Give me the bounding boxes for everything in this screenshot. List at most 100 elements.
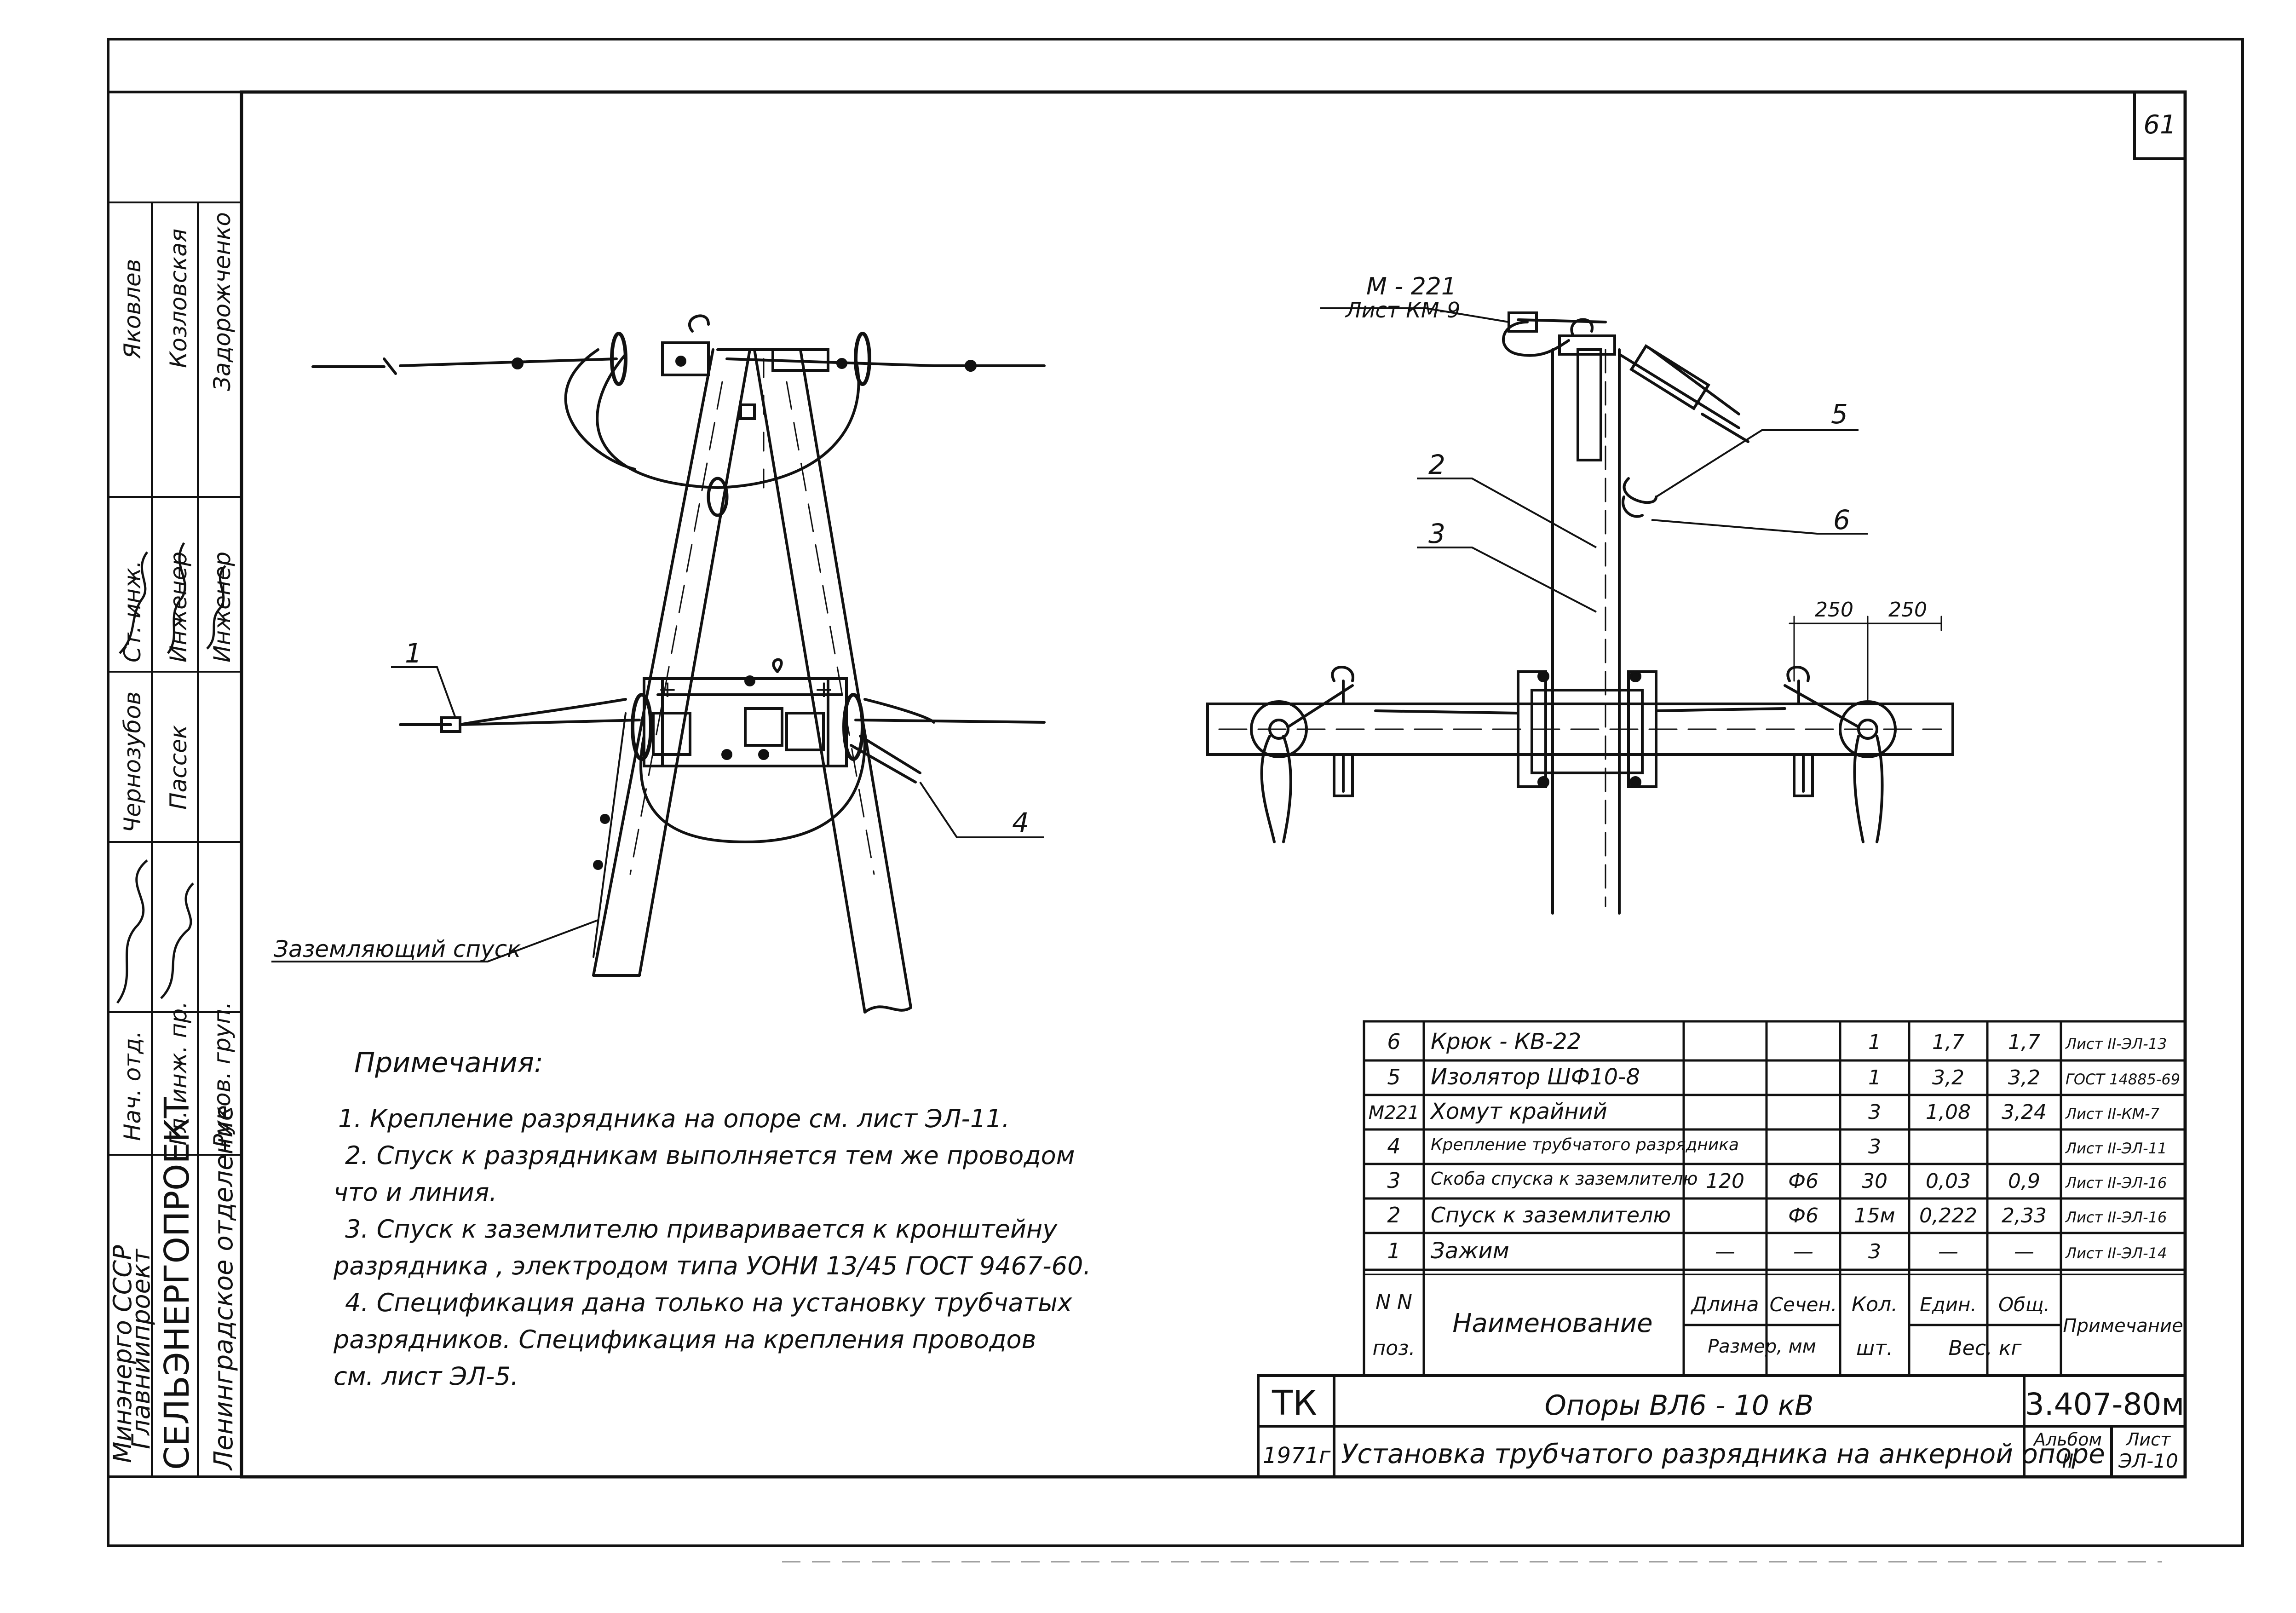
title-sheet-label: Лист — [2125, 1429, 2171, 1450]
spec-row-6-note: Лист II-ЭЛ-16 — [2065, 1209, 2167, 1226]
right-view-leaders — [1320, 307, 1868, 613]
spec-header-sec: Сечен. — [1770, 1293, 1837, 1316]
spec-header-pos-top: N N — [1375, 1290, 1412, 1314]
spec-row-1-total: 1,7 — [2008, 1031, 2040, 1054]
spec-row-2-unit: 3,2 — [1932, 1066, 1964, 1089]
spec-row-6-qty: 15м — [1854, 1204, 1895, 1227]
stamp-role-5: Инженер — [165, 552, 192, 662]
spec-row-1-unit: 1,7 — [1932, 1031, 1964, 1054]
spec-row-2-qty: 1 — [1868, 1066, 1881, 1089]
spec-row-6-pos: 2 — [1387, 1203, 1400, 1227]
page-number: 61 — [2143, 110, 2176, 140]
svg-text:+: + — [658, 676, 677, 703]
callout-2: 2 — [1428, 449, 1445, 480]
spec-row-7-qty: 3 — [1868, 1240, 1881, 1263]
left-view-drawing: + + — [311, 314, 1046, 1014]
note-line-4: 3. Спуск к заземлителю приваривается к к… — [345, 1215, 1058, 1244]
spec-row-5-qty: 30 — [1862, 1169, 1887, 1193]
notes-block: Примечания: 1. Крепление разрядника на о… — [333, 1047, 1091, 1391]
spec-header-qty-bottom: шт. — [1856, 1336, 1893, 1360]
title-album-label: Альбом — [2032, 1429, 2102, 1450]
m221-sheet: Лист КМ-9 — [1345, 298, 1460, 323]
spec-row-1-note: Лист II-ЭЛ-13 — [2065, 1035, 2167, 1053]
spec-row-7-sec: — — [1793, 1240, 1813, 1263]
spec-row-4-pos: 4 — [1387, 1134, 1400, 1158]
spec-header-size: Размер, мм — [1708, 1336, 1816, 1357]
stamp-name-4: Козловская — [165, 229, 192, 368]
spec-header-len: Длина — [1691, 1293, 1759, 1316]
spec-header-unit: Един. — [1920, 1293, 1977, 1316]
note-line-5: разрядника , электродом типа УОНИ 13/45 … — [333, 1251, 1091, 1280]
spec-table: 6 Крюк - КВ-22 1 1,7 1,7 Лист II-ЭЛ-13 5… — [1363, 1020, 2187, 1377]
spec-header-name: Наименование — [1452, 1308, 1652, 1338]
notes-heading: Примечания: — [354, 1047, 543, 1079]
svg-text:+: + — [814, 676, 834, 703]
callout-6: 6 — [1833, 504, 1850, 536]
spec-header-note: Примечание — [2063, 1315, 2183, 1336]
ground-lead-label: Заземляющий спуск — [274, 936, 521, 962]
title-year: 1971г — [1263, 1443, 1331, 1469]
callout-1: 1 — [405, 638, 422, 669]
spec-row-2-name: Изолятор ШФ10-8 — [1431, 1064, 1640, 1090]
spec-header-weight: Вес, кг — [1948, 1336, 2022, 1360]
spec-row-6-unit: 0,222 — [1919, 1204, 1977, 1227]
note-line-8: см. лист ЭЛ-5. — [334, 1362, 518, 1391]
spec-row-3-unit: 1,08 — [1926, 1100, 1971, 1124]
right-view-drawing — [1206, 311, 1954, 915]
spec-row-5-sec: Ф6 — [1788, 1169, 1818, 1193]
spec-row-7-total: — — [2014, 1240, 2034, 1263]
note-line-1: 1. Крепление разрядника на опоре см. лис… — [338, 1104, 1010, 1133]
stamp-glavk: Главниипроект — [127, 1249, 155, 1449]
note-line-6: 4. Спецификация дана только на установку… — [345, 1288, 1073, 1317]
spec-row-5-note: Лист II-ЭЛ-16 — [2065, 1174, 2167, 1192]
spec-row-4-qty: 3 — [1868, 1135, 1881, 1158]
spec-row-3-note: Лист II-КМ-7 — [2065, 1105, 2160, 1123]
spec-row-6-sec: Ф6 — [1788, 1204, 1818, 1227]
stamp-branch: Ленинградское отделение — [209, 1105, 239, 1471]
spec-row-2-pos: 5 — [1387, 1065, 1400, 1089]
page-number-box: 61 — [2133, 91, 2187, 160]
spec-row-5-total: 0,9 — [2008, 1169, 2040, 1193]
note-line-3: что и линия. — [334, 1178, 497, 1207]
spec-row-7-note: Лист II-ЭЛ-14 — [2065, 1244, 2167, 1262]
spec-header-qty-top: Кол. — [1852, 1293, 1898, 1316]
stamp-ministry: Минэнерго СССР — [108, 1245, 137, 1463]
stamp-role-1: Нач. отд. — [119, 1031, 146, 1141]
title-album-value: II — [2062, 1450, 2074, 1472]
stamp-role-2: Гл. инж. пр. — [165, 1001, 192, 1146]
title-text: Установка трубчатого разрядника на анкер… — [1341, 1438, 2105, 1469]
spec-row-5-pos: 3 — [1387, 1168, 1400, 1193]
spec-row-6-name: Спуск к заземлителю — [1431, 1203, 1671, 1227]
title-doc-number: 3.407-80м — [2025, 1387, 2185, 1422]
stamp-name-3: Яковлев — [119, 259, 146, 359]
spec-row-5-len: 120 — [1706, 1169, 1744, 1193]
title-sheet-value: ЭЛ-10 — [2118, 1450, 2178, 1472]
callout-5: 5 — [1831, 398, 1848, 430]
spec-row-1-pos: 6 — [1387, 1029, 1400, 1054]
spec-row-5-name: Скоба спуска к заземлителю — [1431, 1169, 1698, 1189]
spec-row-6-total: 2,33 — [2002, 1204, 2047, 1227]
callout-3: 3 — [1428, 518, 1445, 549]
spec-row-5-unit: 0,03 — [1926, 1169, 1971, 1193]
stamp-name-1: Чернозубов — [119, 691, 146, 833]
spec-row-7-len: — — [1715, 1240, 1735, 1263]
stamp-signatures — [116, 542, 226, 1004]
m221-label: М - 221 — [1366, 273, 1456, 300]
stamp-role-3: Руков. груп. — [209, 1002, 236, 1148]
title-block: ТК Опоры ВЛ6 - 10 кВ 3.407-80м 1971г Уст… — [1257, 1374, 2187, 1478]
spec-row-2-total: 3,2 — [2008, 1066, 2040, 1089]
spec-row-4-name: Крепление трубчатого разрядника — [1431, 1135, 1739, 1154]
stamp-name-5: Задорожченко — [209, 212, 236, 391]
dimension-250-left: 250 — [1815, 598, 1853, 622]
stamp-institute: СЕЛЬЭНЕРГОПРОЕКТ — [157, 1097, 197, 1470]
spec-row-3-qty: 3 — [1868, 1100, 1881, 1124]
side-stamp: Минэнерго СССР Главниипроект СЕЛЬЭНЕРГОП… — [107, 91, 243, 1478]
stamp-name-2: Пассек — [165, 725, 192, 810]
spec-row-3-total: 3,24 — [2002, 1100, 2047, 1124]
stamp-role-4: Ст. инж. — [119, 560, 146, 662]
spec-row-7-pos: 1 — [1387, 1239, 1400, 1263]
spec-row-2-note: ГОСТ 14885-69 — [2066, 1071, 2180, 1088]
title-code: ТК — [1272, 1383, 1317, 1423]
note-line-7: разрядников. Спецификация на крепления п… — [333, 1325, 1036, 1354]
